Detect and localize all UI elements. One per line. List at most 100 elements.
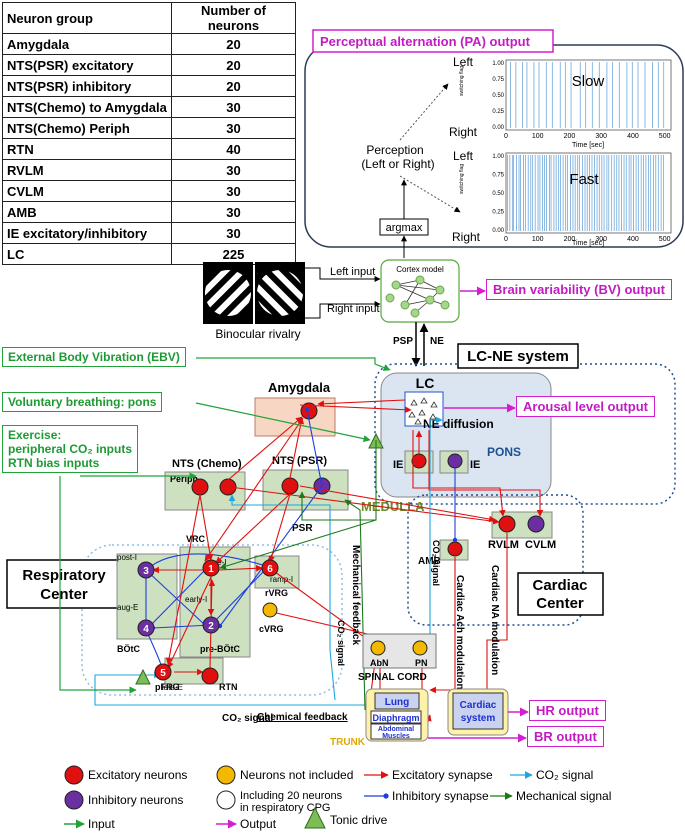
psr-label: PSR [292, 523, 313, 534]
cortex-model-box [380, 259, 460, 323]
y-tick-label: 0.50 [492, 191, 504, 197]
legend-mech: Mechanical signal [516, 789, 611, 803]
ie-exc-label: IE [393, 459, 403, 471]
left-grating [205, 270, 251, 316]
legend-co2: CO₂ signal [536, 768, 593, 782]
cell: NTS(PSR) inhibitory [2, 75, 172, 97]
rtn-neuron [201, 667, 219, 685]
y-tick-label: 1.00 [492, 154, 504, 160]
early-i-label: early-I [185, 595, 207, 604]
co2-signal-vertical-label: CO₂ signal [336, 620, 346, 666]
legend-including: Including 20 neurons [240, 790, 343, 802]
slow-left-label: Left [453, 55, 474, 69]
slow-label: Slow [572, 73, 605, 90]
neuron-2-label: 2 [208, 621, 214, 632]
pn-neuron [412, 640, 428, 656]
x-tick-label: 400 [627, 236, 639, 243]
co2-signal-label: CO₂ signal [222, 713, 273, 724]
x-tick-label: 0 [504, 236, 508, 243]
y-tick-label: 0.00 [492, 228, 504, 234]
cell: NTS(PSR) excitatory [2, 54, 172, 76]
ie-inhibitory-neuron [447, 453, 463, 469]
legend-including-2: in respiratory CPG [240, 802, 330, 814]
neuron-3-label: 3 [143, 566, 149, 577]
spinal-cord-label: SPINAL CORD [358, 672, 427, 683]
rtn-label: RTN [219, 682, 238, 692]
nts-psr-excitatory-neuron [281, 477, 299, 495]
ebv-input: External Body Vibration (EBV) [2, 347, 186, 367]
cell: CVLM [2, 180, 172, 202]
fast-label: Fast [569, 171, 599, 188]
cell: IE excitatory/inhibitory [2, 222, 172, 244]
nts-chemo-amygdala-neuron [219, 478, 237, 496]
ne-label: NE [430, 336, 444, 347]
cell: 40 [171, 138, 296, 160]
table-header-row: Neuron group Number of neurons [2, 2, 296, 34]
x-tick-label: 100 [532, 236, 544, 243]
nts-chemo-label: NTS (Chemo) [172, 458, 242, 470]
respiratory-center-box [6, 559, 123, 609]
y-tick-label: 0.00 [492, 125, 504, 131]
fast-switch-lines [507, 155, 664, 231]
x-tick-label: 0 [504, 133, 508, 140]
y-tick-label: 0.25 [492, 210, 504, 216]
cell: LC [2, 243, 172, 265]
slow-ylabel: switching flag [459, 66, 465, 96]
pfrg-label: pFRG [155, 682, 180, 692]
cortex-nodes [385, 275, 450, 318]
ie-excitatory-neuron [411, 453, 427, 469]
nts-psr-box [262, 469, 349, 511]
y-tick-label: 0.75 [492, 173, 504, 179]
fast-left-label: Left [453, 149, 474, 163]
y-tick-label: 0.25 [492, 109, 504, 115]
legend-exc-syn: Excitatory synapse [392, 768, 493, 782]
cardiac-center-label: Cardiac [532, 577, 587, 594]
column-header: Neuron group [2, 2, 172, 34]
right-grating [257, 270, 303, 316]
prebotc-label: pre-BÖtC [200, 644, 240, 654]
binocular-rivalry: Binocular rivalry [203, 262, 305, 341]
diaphragm-label: Diaphragm [372, 713, 419, 723]
legend-inh-syn: Inhibitory synapse [392, 789, 489, 803]
right-input-label: Right input [327, 303, 380, 315]
botc-label: BÖtC [117, 644, 140, 654]
rvlm-neuron [498, 515, 516, 533]
legend-excitatory-swatch [64, 765, 84, 785]
nts-psr-label: NTS (PSR) [272, 455, 327, 467]
neuron-5-label: 5 [160, 668, 166, 679]
amb-neuron [447, 541, 463, 557]
periph-label: Periph [170, 474, 198, 484]
cortex-model-label: Cortex model [396, 265, 444, 274]
legend-excitatory: Excitatory neurons [88, 768, 187, 782]
respiratory-center-region [81, 544, 343, 696]
ramp-i-neuron [261, 559, 279, 577]
cell: NTS(Chemo) to Amygdala [2, 96, 172, 118]
cvrg-label: cVRG [259, 624, 284, 634]
fast-right-label: Right [452, 230, 481, 244]
pre-i-neuron [202, 559, 220, 577]
perception-to-slow-arrow [399, 83, 449, 141]
input-arrows [59, 357, 391, 694]
x-tick-label: 300 [595, 236, 607, 243]
rvlm-label: RVLM [488, 539, 519, 551]
vrc-label: VRC [186, 534, 206, 544]
exercise-line-1: Exercise: [8, 428, 62, 442]
br-output: BR output [527, 726, 604, 747]
neuron-6-label: 6 [267, 564, 273, 575]
ramp-i-label: ramp-I [270, 575, 293, 584]
ne-diffusion-label: NE diffusion [423, 417, 494, 431]
lung-box [374, 692, 420, 710]
slow-right-label: Right [449, 125, 478, 139]
left-input-arrow [305, 267, 381, 282]
abn-neuron [370, 640, 386, 656]
pa-title-box [312, 29, 554, 53]
